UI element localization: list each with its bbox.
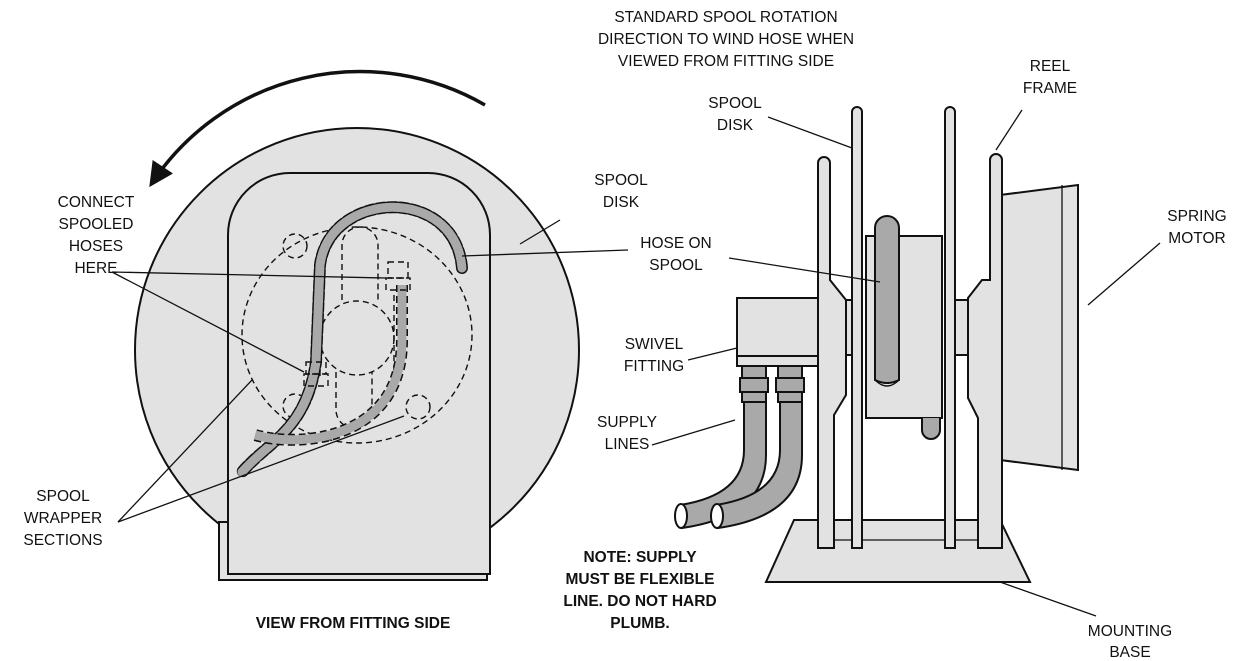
svg-text:SUPPLY: SUPPLY xyxy=(597,414,657,431)
svg-text:BASE: BASE xyxy=(1109,644,1150,661)
hose-on-spool-right xyxy=(874,215,900,384)
svg-text:NOTE: SUPPLY: NOTE: SUPPLY xyxy=(583,549,697,566)
internal-passage xyxy=(335,372,373,429)
svg-text:SPOOL: SPOOL xyxy=(708,95,762,112)
svg-text:MOUNTING: MOUNTING xyxy=(1088,623,1172,640)
svg-text:SPOOLED: SPOOLED xyxy=(59,216,134,233)
svg-text:FITTING: FITTING xyxy=(624,358,684,375)
label-spool-disk-right: SPOOL DISK xyxy=(708,95,762,134)
label-supply-lines: SUPPLY LINES xyxy=(597,414,657,453)
note-supply-flexible: NOTE: SUPPLY MUST BE FLEXIBLE LINE. DO N… xyxy=(563,549,716,632)
svg-text:HOSES: HOSES xyxy=(69,238,123,255)
svg-text:DIRECTION TO WIND HOSE WHEN: DIRECTION TO WIND HOSE WHEN xyxy=(598,31,854,48)
svg-text:MOTOR: MOTOR xyxy=(1168,230,1225,247)
label-mounting-base: MOUNTING BASE xyxy=(1088,623,1172,661)
internal-passage xyxy=(341,226,379,300)
svg-text:WRAPPER: WRAPPER xyxy=(24,510,102,527)
svg-text:STANDARD SPOOL ROTATION: STANDARD SPOOL ROTATION xyxy=(614,9,837,26)
svg-text:FRAME: FRAME xyxy=(1023,80,1077,97)
spool-disk-right-1 xyxy=(851,106,863,549)
swivel-fitting-block xyxy=(736,297,822,357)
fitting-side-view xyxy=(134,69,580,581)
svg-text:CONNECT: CONNECT xyxy=(58,194,135,211)
svg-text:SWIVEL: SWIVEL xyxy=(625,336,684,353)
svg-text:SPOOL: SPOOL xyxy=(649,257,703,274)
left-frame-upright xyxy=(227,172,491,575)
svg-text:SECTIONS: SECTIONS xyxy=(23,532,102,549)
label-connect-hoses: CONNECT SPOOLED HOSES HERE xyxy=(58,194,135,277)
svg-text:LINE. DO NOT HARD: LINE. DO NOT HARD xyxy=(563,593,716,610)
reel-frame-left xyxy=(817,156,847,549)
svg-text:SPOOL: SPOOL xyxy=(36,488,90,505)
label-reel-frame: REEL FRAME xyxy=(1023,58,1077,97)
svg-text:MUST BE FLEXIBLE: MUST BE FLEXIBLE xyxy=(566,571,715,588)
right-leader-lines xyxy=(651,109,1161,617)
label-spring-motor: SPRING MOTOR xyxy=(1167,208,1226,247)
svg-text:SPRING: SPRING xyxy=(1167,208,1226,225)
spring-motor xyxy=(999,183,1079,472)
label-wrapper-sections: SPOOL WRAPPER SECTIONS xyxy=(23,488,102,549)
svg-text:HOSE ON: HOSE ON xyxy=(640,235,711,252)
svg-text:LINES: LINES xyxy=(605,436,650,453)
left-leader-lines xyxy=(111,219,629,523)
supply-fitting-2 xyxy=(775,365,805,403)
bolt-hole xyxy=(405,394,431,420)
svg-text:DISK: DISK xyxy=(603,194,640,211)
svg-text:VIEWED FROM FITTING SIDE: VIEWED FROM FITTING SIDE xyxy=(618,53,834,70)
hose-fitting xyxy=(303,373,329,387)
svg-text:DISK: DISK xyxy=(717,117,754,134)
svg-text:REEL: REEL xyxy=(1030,58,1071,75)
svg-text:HERE: HERE xyxy=(74,260,117,277)
label-hose-on-spool: HOSE ON SPOOL xyxy=(640,235,711,274)
spool-disk-right-2 xyxy=(944,106,956,549)
svg-text:PLUMB.: PLUMB. xyxy=(610,615,669,632)
bolt-hole xyxy=(282,233,308,259)
reel-frame-right xyxy=(967,153,1003,549)
swivel-fitting-plate xyxy=(736,355,822,367)
hose-fitting xyxy=(385,277,411,291)
svg-text:SPOOL: SPOOL xyxy=(594,172,648,189)
label-swivel-fitting: SWIVEL FITTING xyxy=(624,336,684,375)
supply-fitting-1 xyxy=(739,365,769,403)
side-view xyxy=(674,106,1079,583)
label-spool-disk-left: SPOOL DISK xyxy=(594,172,648,211)
rotation-arrow xyxy=(149,69,486,188)
label-rotation: STANDARD SPOOL ROTATION DIRECTION TO WIN… xyxy=(598,9,854,70)
caption-view-from-fitting-side: VIEW FROM FITTING SIDE xyxy=(256,615,451,632)
